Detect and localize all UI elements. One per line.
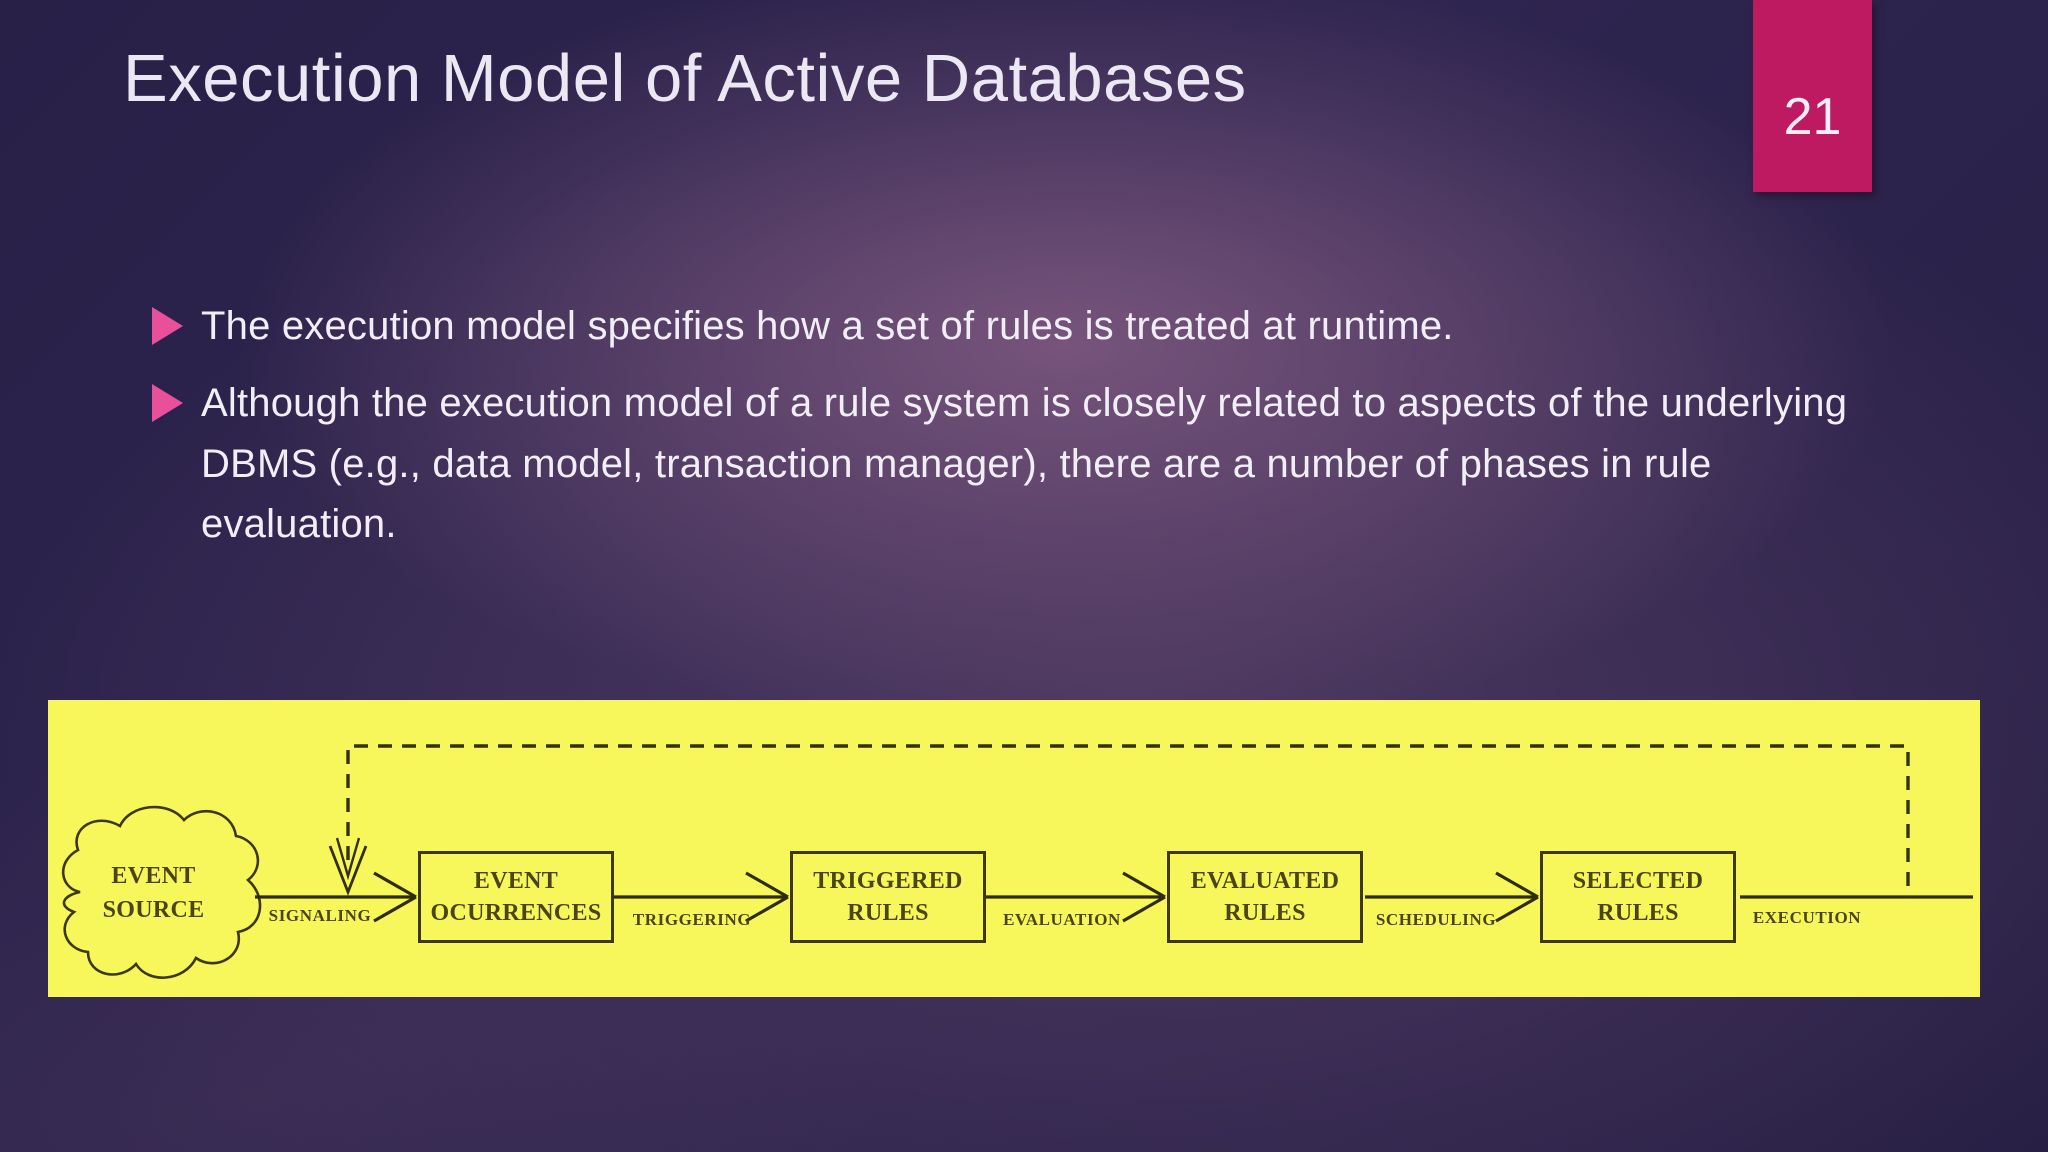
flow-arrow (613, 871, 789, 923)
transition-label-triggering: TRIGGERING (632, 910, 752, 929)
event-source-cloud (61, 805, 262, 979)
page-number-badge: 21 (1753, 0, 1872, 192)
stage-box-selected-rules: SELECTED RULES (1540, 851, 1736, 943)
flow-diagram-lines (61, 744, 1973, 979)
bullet-text: Although the execution model of a rule s… (201, 380, 1848, 547)
flow-arrow (255, 871, 417, 923)
transition-label-evaluation: EVALUATION (1003, 910, 1121, 929)
page-number: 21 (1783, 88, 1842, 146)
feedback-dashed-arrow (328, 744, 1910, 897)
stage-box-triggered-rules: TRIGGERED RULES (790, 851, 986, 943)
bullet-item: The execution model specifies how a set … (152, 296, 1858, 357)
event-source-label: EVENT SOURCE (102, 863, 205, 923)
transition-label-scheduling: SCHEDULING (1375, 910, 1497, 929)
transition-label-signaling: SIGNALING (268, 906, 372, 925)
triangle-bullet-icon (152, 307, 183, 345)
rule-execution-phases-figure: EVENT SOURCE EVENT OCURRENCES TRIGGERED … (48, 700, 1980, 997)
stage-box-evaluated-rules: EVALUATED RULES (1167, 851, 1363, 943)
page-title: Execution Model of Active Databases (123, 41, 1247, 116)
flow-arrow (985, 871, 1166, 923)
bullet-text: The execution model specifies how a set … (201, 304, 1454, 348)
flow-arrow (1365, 871, 1539, 923)
bullet-list: The execution model specifies how a set … (152, 296, 1858, 571)
triangle-bullet-icon (152, 383, 183, 422)
bullet-item: Although the execution model of a rule s… (152, 373, 1858, 555)
stage-box-event-occurrences: EVENT OCURRENCES (418, 851, 614, 943)
transition-label-execution: EXECUTION (1752, 908, 1862, 927)
